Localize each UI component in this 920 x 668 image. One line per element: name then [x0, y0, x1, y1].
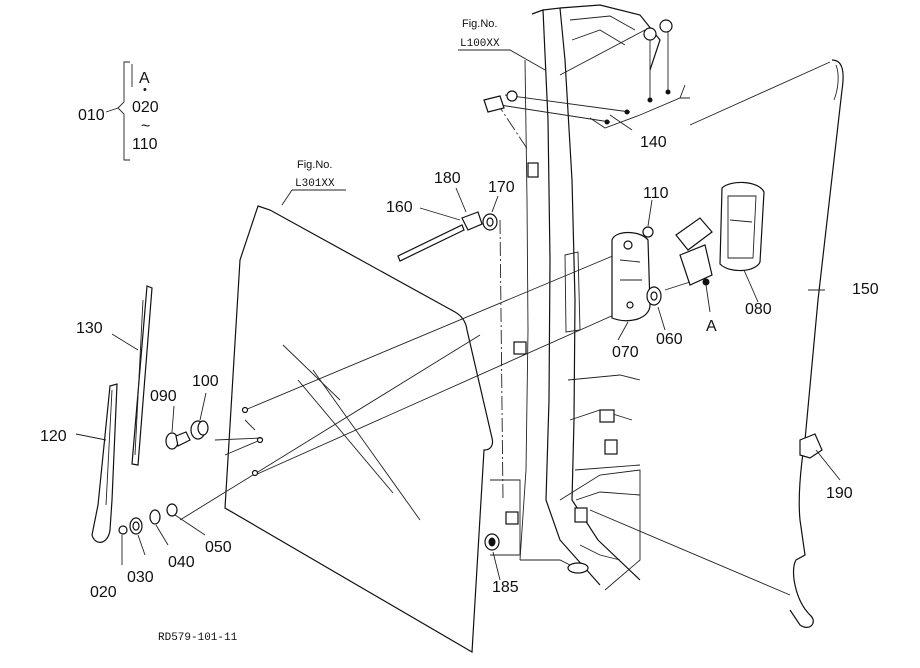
range-to-label: 110 [132, 136, 158, 153]
callout-150: 150 [852, 281, 879, 298]
fig-ref-glass-code: L301XX [295, 178, 335, 190]
part-050-seal [166, 503, 178, 517]
fig-ref-glass-label: Fig.No. [297, 159, 332, 171]
part-150-washer-hose [789, 59, 844, 628]
part-170-grommet [482, 213, 498, 231]
callout-060: 060 [656, 331, 683, 348]
callout-120: 120 [40, 428, 67, 445]
callout-160: 160 [386, 199, 413, 216]
part-100-pivot [190, 420, 209, 440]
callout-080: 080 [745, 301, 772, 318]
part-080-cover [719, 181, 765, 272]
part-120-wiper-arm [91, 383, 118, 543]
pivot-holes [214, 406, 264, 477]
leader-lines [75, 64, 841, 581]
callout-a: A [706, 318, 717, 335]
part-040-washer [149, 509, 161, 525]
drawing-code: RD579-101-11 [158, 632, 238, 644]
range-part-label: 010 [78, 107, 105, 124]
fig-ref-cab-label: Fig.No. [462, 18, 497, 30]
part-090-cap [165, 431, 191, 450]
part-140-hardware [483, 19, 690, 129]
callout-180: 180 [434, 170, 461, 187]
wiper-motor-a [664, 217, 713, 313]
range-bracket [105, 61, 130, 161]
labels: Fig.No. L100XX Fig.No. L301XX 010 A • 02… [40, 18, 879, 644]
callout-020: 020 [90, 584, 117, 601]
part-185-grommet [484, 533, 500, 551]
part-180-joint [461, 211, 483, 231]
callout-100: 100 [192, 373, 219, 390]
range-from-label: 020 [132, 99, 159, 116]
callout-185: 185 [492, 579, 519, 596]
part-070-bracket [611, 231, 651, 322]
range-dot: • [143, 84, 147, 96]
assembly-lines [179, 29, 831, 596]
part-110-nut [642, 226, 654, 238]
callout-070: 070 [612, 344, 639, 361]
range-tilde: ~ [141, 118, 150, 135]
part-130-wiper-blade [131, 285, 153, 466]
part-060-seal [646, 286, 662, 306]
callout-140: 140 [640, 134, 667, 151]
callout-050: 050 [205, 539, 232, 556]
callout-110: 110 [643, 185, 669, 202]
range-top-label: A [139, 70, 150, 87]
callout-030: 030 [127, 569, 154, 586]
part-020-nut [118, 525, 128, 535]
cab-frame [490, 4, 661, 591]
figure-ref-underlines [281, 49, 546, 206]
callout-130: 130 [76, 320, 103, 337]
callout-090: 090 [150, 388, 177, 405]
fig-ref-cab-code: L100XX [460, 38, 500, 50]
window-glass [224, 205, 494, 654]
part-030-washer [129, 517, 143, 535]
callout-190: 190 [826, 485, 853, 502]
part-190-clip [799, 433, 823, 459]
part-160-rod [397, 224, 465, 262]
callout-170: 170 [488, 179, 515, 196]
callout-040: 040 [168, 554, 195, 571]
